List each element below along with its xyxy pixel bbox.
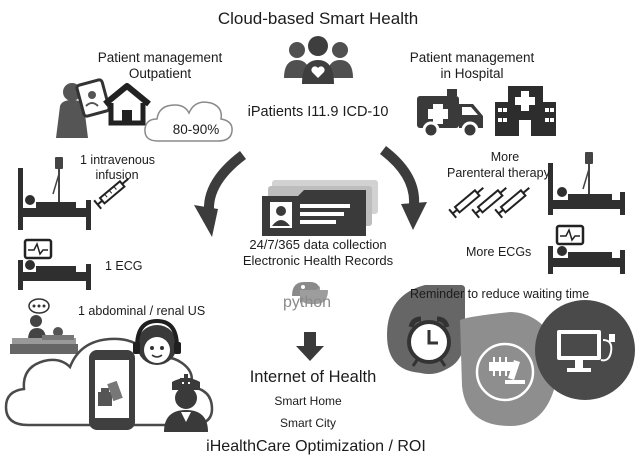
hospital-label-line1: Patient management (409, 50, 535, 65)
hospital-icon (495, 86, 556, 136)
house-icon (103, 83, 151, 126)
call-center-agent-icon (133, 318, 181, 365)
ecg-label: 1 ECG (105, 259, 143, 273)
infusion-label-line2: infusion (95, 168, 139, 182)
parenteral-label-line1: More (490, 150, 520, 164)
ultrasound-label: 1 abdominal / renal US (78, 304, 206, 318)
smartphone-icon (89, 350, 135, 430)
curved-arrow-left (194, 151, 247, 237)
hospital-bed-icon (548, 152, 625, 215)
syringe-icon (494, 187, 530, 219)
nurse-icon (164, 374, 208, 432)
computer-monitor-icon (557, 330, 615, 372)
smart-home-label: Smart Home (274, 394, 342, 408)
cloud-shape (144, 101, 233, 142)
outpatient-label-line1: Patient management (97, 50, 223, 65)
footer-caption: iHealthCare Optimization / ROI (206, 438, 426, 455)
curved-arrow-right (379, 146, 427, 230)
ultrasound-icon (10, 298, 78, 354)
alarm-clock-icon (407, 316, 451, 367)
internet-of-health-title: Internet of Health (249, 368, 377, 386)
ecg-monitor-icon (548, 224, 625, 274)
ambulance-icon (417, 89, 483, 139)
syringe-icon (448, 187, 484, 219)
ehr-folder-icon (262, 180, 378, 236)
ecg-monitor-icon (18, 238, 91, 290)
outpatient-label-line2: Outpatient (128, 66, 192, 81)
patients-group-icon (284, 36, 353, 84)
hospital-label-line2: in Hospital (440, 66, 504, 81)
patients-code-label: iPatients I11.9 ICD-10 (247, 104, 389, 120)
infusion-label-line1: 1 intravenous (80, 153, 156, 167)
reminder-label: Reminder to reduce waiting time (410, 287, 590, 301)
data-collection-label: 24/7/365 data collection (249, 237, 387, 252)
outpatient-share-value: 80-90% (172, 122, 220, 137)
parenteral-label-line2: Parenteral therapy (447, 166, 550, 180)
ehr-label: Electronic Health Records (242, 253, 394, 268)
diagram-title: Cloud-based Smart Health (217, 9, 419, 28)
doctor-tablet-icon (56, 78, 111, 138)
lab-equipment-icon (475, 342, 535, 402)
syringe-icon (93, 178, 129, 210)
python-wordmark: python (282, 294, 332, 311)
syringe-icon (471, 187, 507, 219)
hospital-bed-icon (18, 157, 91, 230)
down-arrow-icon (296, 332, 324, 361)
smart-city-label: Smart City (279, 416, 337, 430)
ecgs-label: More ECGs (466, 245, 532, 259)
python-logo-icon (292, 282, 328, 306)
